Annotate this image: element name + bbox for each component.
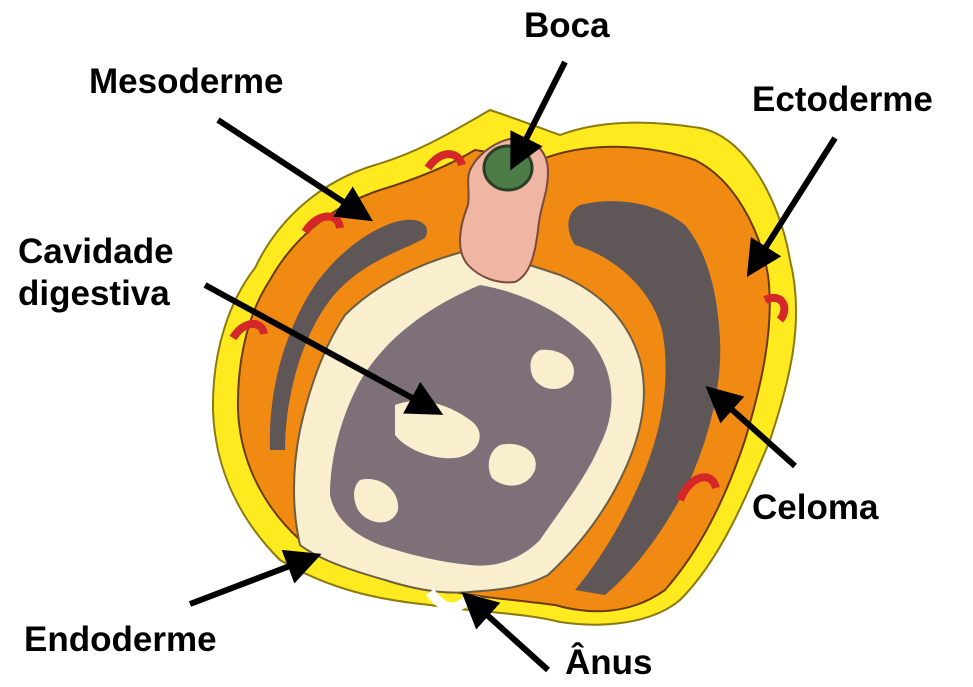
mouth-opening bbox=[484, 146, 532, 190]
label-endoderme: Endoderme bbox=[24, 620, 217, 660]
label-celoma: Celoma bbox=[752, 488, 878, 528]
label-ectoderme: Ectoderme bbox=[752, 80, 933, 120]
label-anus: Ânus bbox=[565, 643, 653, 683]
label-cavidade: Cavidade bbox=[18, 232, 174, 272]
label-mesoderme: Mesoderme bbox=[89, 62, 284, 102]
arrow-mesoderme bbox=[218, 120, 368, 218]
label-digestiva: digestiva bbox=[18, 274, 170, 314]
arrow-endoderme bbox=[190, 556, 316, 604]
label-boca: Boca bbox=[524, 6, 610, 46]
